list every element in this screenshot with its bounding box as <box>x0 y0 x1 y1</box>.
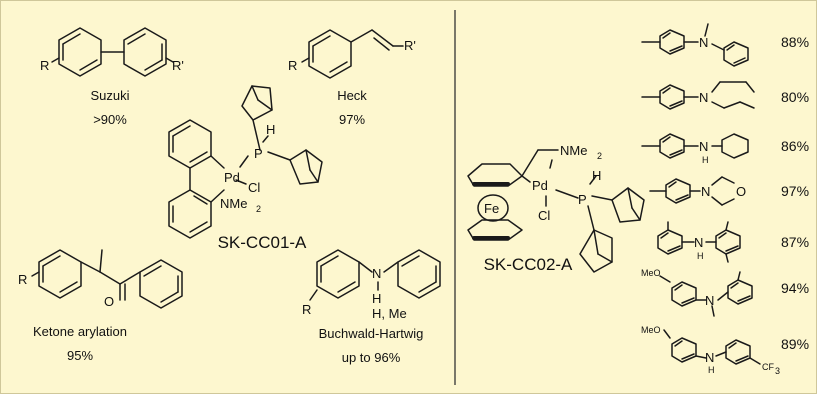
heck-structure: R R' <box>288 29 416 79</box>
ketone-atom-o: O <box>104 294 114 309</box>
product-1-structure: N <box>641 23 749 67</box>
product-6-atom-meo: MeO <box>641 268 661 278</box>
cc01-atom-nme: NMe <box>220 196 247 211</box>
cc02-atom-p: P <box>578 192 587 207</box>
cc01-atom-p: P <box>254 146 263 161</box>
product-7-atom-subscript: 3 <box>775 366 780 376</box>
buchwald-atom-h: H <box>372 291 381 306</box>
buchwald-structure: R N H H, Me <box>302 249 441 321</box>
product-4-structure: N O <box>649 176 746 206</box>
suzuki-substituent-r: R <box>40 58 49 73</box>
product-3-atom-h: H <box>702 155 709 165</box>
cc01-atom-cl: Cl <box>248 180 260 195</box>
catalyst-sk-cc01-a-label: SK-CC01-A <box>218 233 307 252</box>
cc01-atom-subscript: 2 <box>256 204 261 214</box>
product-5-atom-h: H <box>697 251 704 261</box>
product-5-yield: 87% <box>781 234 809 250</box>
catalyst-sk-cc02-a-label: SK-CC02-A <box>484 255 573 274</box>
product-7-atom-cf: CF <box>762 362 774 372</box>
product-7-yield: 89% <box>781 336 809 352</box>
product-7-structure: MeO N H CF 3 <box>641 325 780 376</box>
cc02-atom-cl: Cl <box>538 208 550 223</box>
product-4-yield: 97% <box>781 183 809 199</box>
product-7-atom-h: H <box>708 365 715 375</box>
product-6-yield: 94% <box>781 280 809 296</box>
fe-circle <box>477 194 509 222</box>
catalyst-sk-cc02-a-structure: Fe Pd P H Cl NMe 2 <box>467 143 645 273</box>
buchwald-substituent-r: R <box>302 302 311 317</box>
product-2-atom-n: N <box>699 90 708 105</box>
buchwald-label-h-me: H, Me <box>372 306 407 321</box>
catalyst-sk-cc01-a-structure: Pd P H Cl NMe 2 <box>168 85 323 239</box>
product-7-atom-meo: MeO <box>641 325 661 335</box>
product-2-structure: N <box>641 81 755 110</box>
heck-substituent-r: R <box>288 58 297 73</box>
suzuki-label: Suzuki <box>90 88 129 103</box>
product-2-yield: 80% <box>781 89 809 105</box>
cc01-atom-h: H <box>266 122 275 137</box>
product-5-structure: N H <box>657 221 741 263</box>
buchwald-yield: up to 96% <box>342 350 401 365</box>
suzuki-yield: >90% <box>93 112 127 127</box>
product-1-yield: 88% <box>781 34 809 50</box>
product-4-atom-n: N <box>701 184 710 199</box>
product-7-atom-n: N <box>705 350 714 365</box>
product-4-atom-o: O <box>736 184 746 199</box>
product-3-yield: 86% <box>781 138 809 154</box>
ketone-label: Ketone arylation <box>33 324 127 339</box>
cc01-atom-pd: Pd <box>224 170 240 185</box>
ketone-yield: 95% <box>67 348 93 363</box>
cc02-atom-pd: Pd <box>532 178 548 193</box>
product-3-structure: N H <box>641 133 749 165</box>
product-5-atom-n: N <box>694 235 703 250</box>
buchwald-label: Buchwald-Hartwig <box>319 326 424 341</box>
suzuki-substituent-r-prime: R' <box>172 58 184 73</box>
heck-yield: 97% <box>339 112 365 127</box>
cc02-atom-h: H <box>592 168 601 183</box>
product-6-structure: MeO N <box>641 268 753 317</box>
heck-label: Heck <box>337 88 367 103</box>
suzuki-structure: R R' <box>40 27 184 77</box>
ketone-substituent-r: R <box>18 272 27 287</box>
ketone-structure: R O <box>18 249 183 309</box>
product-6-atom-n: N <box>705 293 714 308</box>
heck-substituent-r-prime: R' <box>404 38 416 53</box>
cc02-atom-subscript: 2 <box>597 151 602 161</box>
buchwald-atom-n: N <box>372 266 381 281</box>
cc02-atom-nme: NMe <box>560 143 587 158</box>
cc02-atom-fe: Fe <box>484 201 499 216</box>
product-3-atom-n: N <box>699 139 708 154</box>
product-1-atom-n: N <box>699 35 708 50</box>
